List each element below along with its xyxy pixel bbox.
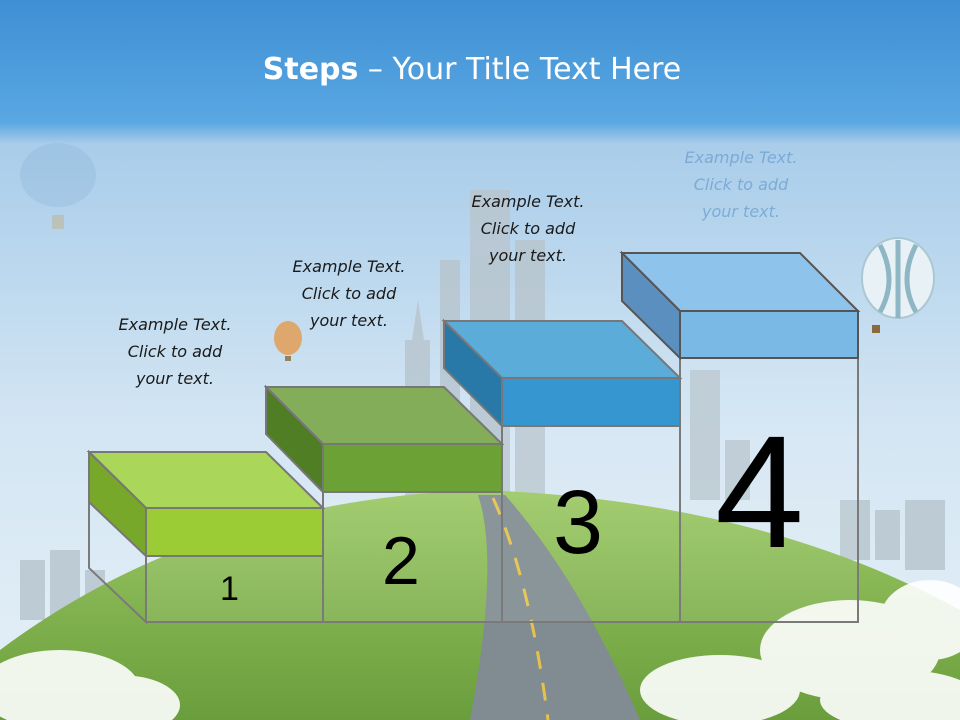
step-3-label: Example Text. Click to add your text. xyxy=(443,188,613,269)
step-block-3 xyxy=(441,318,683,429)
step-4-body xyxy=(679,357,859,623)
step-1-label-line-3: your text. xyxy=(135,369,214,388)
step-block-1 xyxy=(86,449,326,559)
step-2-label-line-1: Example Text. xyxy=(292,257,406,276)
step-block-2 xyxy=(263,384,505,495)
step-3-number: 3 xyxy=(553,473,604,573)
step-block-4 xyxy=(619,250,861,361)
step-3-label-line-1: Example Text. xyxy=(471,192,585,211)
step-2-label-line-2: Click to add xyxy=(301,284,397,303)
step-2-label-line-3: your text. xyxy=(309,311,388,330)
balloon-small xyxy=(274,321,302,361)
step-4-label: Example Text. Click to add your text. xyxy=(656,144,826,225)
step-3-body xyxy=(501,424,681,623)
title-bold: Steps xyxy=(262,52,359,87)
step-4-label-line-3: your text. xyxy=(701,202,780,221)
slide-title: Steps – Your Title Text Here xyxy=(0,52,944,87)
step-1-number: 1 xyxy=(220,570,239,608)
step-1-label-line-1: Example Text. xyxy=(118,315,232,334)
step-3-label-line-3: your text. xyxy=(488,246,567,265)
road-center-line xyxy=(491,497,550,720)
step-4-label-line-2: Click to add xyxy=(693,175,789,194)
step-1-label-line-2: Click to add xyxy=(127,342,223,361)
balloon-left xyxy=(20,143,96,229)
clouds xyxy=(0,580,960,720)
step-1-label: Example Text. Click to add your text. xyxy=(90,311,260,392)
step-3-label-line-2: Click to add xyxy=(480,219,576,238)
step-4-number: 4 xyxy=(715,402,804,581)
balloon-right xyxy=(861,237,935,333)
road xyxy=(470,495,640,720)
step-4-label-line-1: Example Text. xyxy=(684,148,798,167)
step-outlines xyxy=(88,357,859,625)
title-rest: – Your Title Text Here xyxy=(358,52,682,87)
step-1-body xyxy=(145,554,324,623)
step-2-number: 2 xyxy=(382,523,420,599)
step-2-label: Example Text. Click to add your text. xyxy=(264,253,434,334)
